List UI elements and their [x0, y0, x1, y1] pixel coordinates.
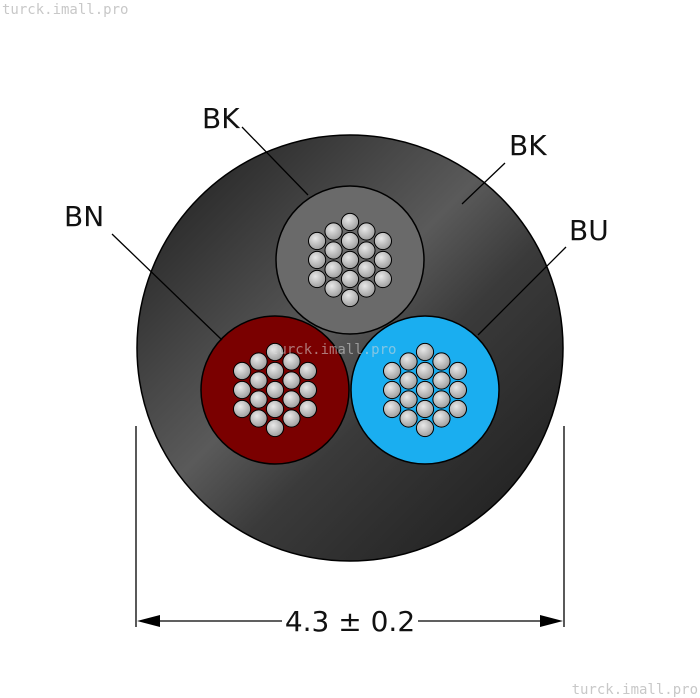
wire-strand: [415, 380, 435, 400]
wire-strand: [415, 342, 435, 362]
wire-strand: [415, 418, 435, 438]
wire-strand: [249, 409, 268, 428]
wire-strand: [232, 361, 252, 381]
wire-strand: [415, 399, 435, 419]
core-bn: [200, 315, 350, 465]
wire-strand: [307, 250, 327, 270]
wire-strand: [448, 380, 468, 400]
wire-strand: [249, 371, 268, 390]
wire-strand: [340, 269, 360, 289]
wire-strand: [324, 260, 343, 279]
wire-strand: [357, 279, 376, 298]
wire-strand: [282, 390, 301, 409]
wire-strand: [282, 352, 301, 371]
wire-strand: [382, 361, 402, 381]
strands-bu: [382, 342, 468, 438]
wire-strand: [399, 409, 418, 428]
wire-strand: [340, 250, 360, 270]
dimension-arrow-right: [540, 615, 563, 627]
wire-strand: [324, 222, 343, 241]
wire-strand: [249, 390, 268, 409]
strands-bn: [232, 342, 318, 438]
core-bu: [350, 315, 500, 465]
wire-strand: [307, 231, 327, 251]
wire-strand: [282, 409, 301, 428]
leader-line-core-right: [477, 246, 567, 336]
label-core-top: BK: [202, 102, 240, 135]
wire-strand: [340, 231, 360, 251]
wire-strand: [373, 231, 393, 251]
wire-strand: [232, 399, 252, 419]
wire-strand: [265, 418, 285, 438]
wire-strand: [249, 352, 268, 371]
wire-strand: [357, 222, 376, 241]
wire-strand: [265, 380, 285, 400]
wire-strand: [415, 361, 435, 381]
label-jacket: BK: [509, 129, 547, 162]
wire-strand: [282, 371, 301, 390]
wire-strand: [448, 361, 468, 381]
wire-strand: [324, 241, 343, 260]
watermark-center: turck.imall.pro: [270, 342, 396, 358]
label-core-right: BU: [569, 214, 609, 247]
wire-strand: [373, 250, 393, 270]
label-core-left: BN: [64, 200, 104, 233]
wire-strand: [298, 399, 318, 419]
wire-strand: [432, 352, 451, 371]
wire-strand: [382, 380, 402, 400]
wire-strand: [357, 241, 376, 260]
wire-strand: [232, 380, 252, 400]
wire-strand: [448, 399, 468, 419]
wire-strand: [307, 269, 327, 289]
wire-strand: [298, 361, 318, 381]
wire-strand: [382, 399, 402, 419]
wire-strand: [340, 288, 360, 308]
wire-strand: [432, 409, 451, 428]
wire-strand: [324, 279, 343, 298]
leader-line-core-top: [241, 126, 309, 196]
wire-strand: [399, 371, 418, 390]
dimension-arrow-left: [137, 615, 160, 627]
wire-strand: [432, 390, 451, 409]
wire-strand: [298, 380, 318, 400]
core-bk: [275, 185, 425, 335]
wire-strand: [357, 260, 376, 279]
wire-strand: [265, 342, 285, 362]
wire-strand: [265, 399, 285, 419]
wire-strand: [399, 352, 418, 371]
wire-strand: [265, 361, 285, 381]
wire-strand: [399, 390, 418, 409]
dimension-label: 4.3 ± 0.2: [285, 605, 415, 638]
wire-strand: [432, 371, 451, 390]
watermark-top: turck.imall.pro: [2, 2, 128, 18]
leader-line-jacket: [461, 162, 506, 205]
wire-strand: [373, 269, 393, 289]
wire-strand: [340, 212, 360, 232]
leader-line-core-left: [111, 233, 223, 341]
watermark-bottom: turck.imall.pro: [572, 682, 698, 698]
strands-bk: [307, 212, 393, 308]
